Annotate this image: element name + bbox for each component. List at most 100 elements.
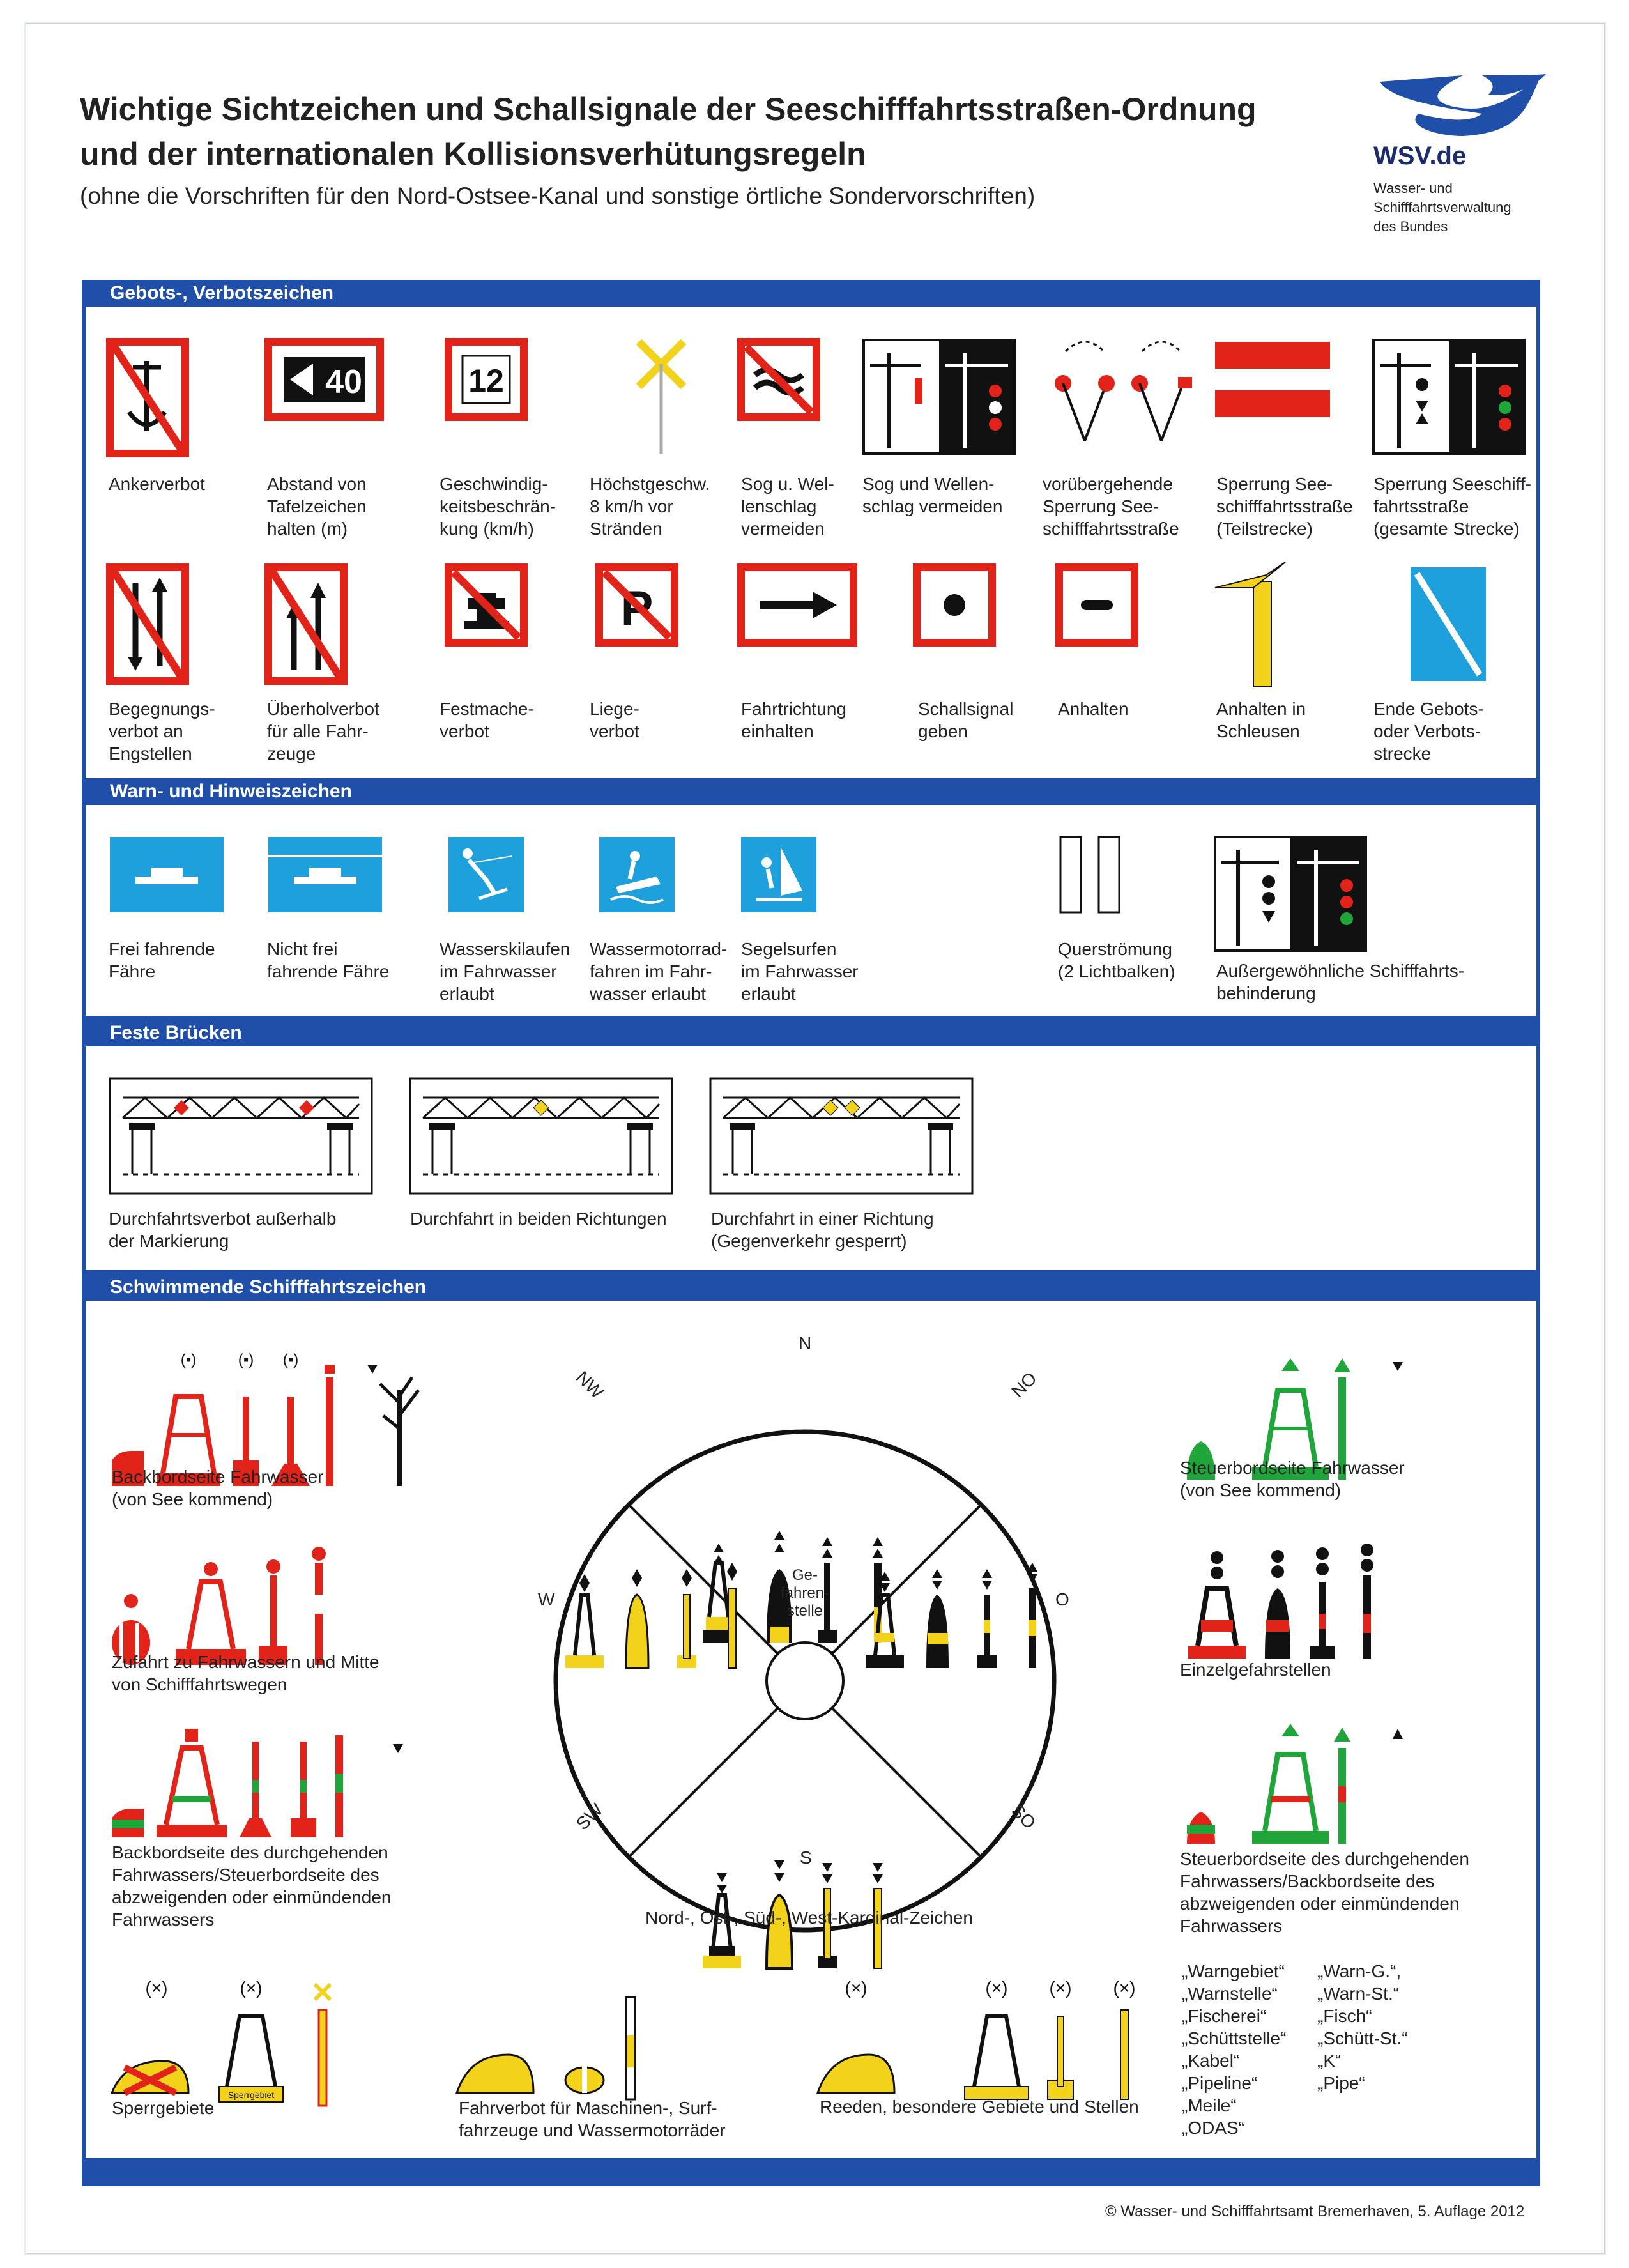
bridge-signs bbox=[109, 1077, 974, 1195]
label-fahrverbot: Fahrverbot für Maschinen-, Surf-fahrzeug… bbox=[459, 2098, 726, 2140]
speed-12-icon: 12 bbox=[445, 338, 528, 421]
svg-text:(▪): (▪) bbox=[238, 1351, 254, 1368]
restricted-area-buoys-icon: (×) Sperrgebiet (×) bbox=[110, 1978, 332, 2107]
label-sperrung-teilstrecke: Sperrung See-schifffahrtsstraße(Teilstre… bbox=[1216, 474, 1353, 539]
compass-o: O bbox=[1055, 1590, 1069, 1609]
starboard-preferred-buoys-icon bbox=[1187, 1724, 1403, 1844]
compass-s: S bbox=[800, 1848, 812, 1867]
isolated-danger-buoys-icon bbox=[1188, 1544, 1373, 1659]
starboard-buoys-icon bbox=[1187, 1358, 1403, 1480]
svg-text:(×): (×) bbox=[146, 1978, 168, 1998]
anchor-prohibited-icon bbox=[106, 338, 189, 457]
label-ankerverbot: Ankerverbot bbox=[109, 474, 205, 494]
label-festmacheverbot: Festmache-verbot bbox=[440, 699, 534, 741]
section-panel-bruecken bbox=[82, 1046, 1540, 1274]
section-header-schwimmend: Schwimmende Schifffahrtszeichen bbox=[82, 1274, 1540, 1301]
page-subtitle: (ohne die Vorschriften für den Nord-Osts… bbox=[80, 183, 1036, 209]
label-liegeverbot: Liege-verbot bbox=[590, 699, 639, 741]
svg-text:(×): (×) bbox=[986, 1978, 1008, 1998]
north-cardinal-buoys-icon bbox=[703, 1531, 883, 1643]
sound-signal-icon bbox=[913, 563, 996, 647]
label-wassermotorrad: Wassermotorrad-fahren im Fahr-wasser erl… bbox=[590, 939, 728, 1004]
floating-signs: (▪) (▪) (▪) bbox=[110, 1351, 1403, 2107]
label-ende-verbotsstrecke: Ende Gebots-oder Verbots-strecke bbox=[1373, 699, 1484, 763]
lock-stop-icon bbox=[1214, 562, 1286, 687]
gefahrenstelle-label: Ge-fahren-stelle bbox=[780, 1567, 830, 1620]
label-anhalten: Anhalten bbox=[1058, 699, 1129, 719]
port-buoys-icon: (▪) (▪) (▪) bbox=[112, 1351, 420, 1486]
page-title-line1: Wichtige Sichtzeichen und Schallsignale … bbox=[80, 91, 1257, 127]
compass-n: N bbox=[799, 1333, 812, 1353]
label-backbord: Backbordseite Fahrwasser(von See kommend… bbox=[112, 1467, 324, 1509]
section-panel-warn bbox=[82, 805, 1540, 1020]
section-header-bruecken: Feste Brücken bbox=[82, 1020, 1540, 1046]
port-preferred-buoys-icon bbox=[112, 1729, 403, 1837]
wsv-logo-icon bbox=[1380, 74, 1546, 136]
label-durchfahrt-beide: Durchfahrt in beiden Richtungen bbox=[410, 1209, 667, 1229]
label-sog-wellen-vermeiden: Sog und Wellen-schlag vermeiden bbox=[862, 474, 1003, 516]
wake-lights-icon bbox=[862, 339, 1016, 455]
section-header-gebots: Gebots-, Verbotszeichen bbox=[82, 280, 1540, 307]
no-meeting-arrows-icon bbox=[106, 563, 189, 685]
label-einzelgefahrstellen: Einzelgefahrstellen bbox=[1180, 1660, 1331, 1680]
cross-current-lights-icon bbox=[1059, 836, 1120, 914]
aufschriften-right-list: „Warn-G.“,„Warn-St.“„Fisch“„Schütt-St.“„… bbox=[1317, 1961, 1408, 2093]
cable-ferry-icon bbox=[268, 837, 382, 912]
svg-text:(×): (×) bbox=[845, 1978, 868, 1998]
svg-text:(×): (×) bbox=[1113, 1978, 1136, 1998]
direction-arrow-icon bbox=[737, 563, 857, 647]
distance-40-icon: 40 bbox=[264, 338, 384, 421]
anchorage-buoys-icon: (×) (×) (×) (×) bbox=[816, 1978, 1136, 2100]
no-anchoring-p-icon: P bbox=[595, 563, 678, 647]
bottom-bar bbox=[82, 2158, 1540, 2186]
bridge-prohibited-outside-icon bbox=[109, 1077, 373, 1195]
west-cardinal-row-icon bbox=[565, 1563, 737, 1669]
section-header-warn: Warn- und Hinweiszeichen bbox=[82, 778, 1540, 805]
svg-text:40: 40 bbox=[325, 364, 362, 401]
label-aussergewoehnliche-behinderung: Außergewöhnliche Schifffahrts-behinderun… bbox=[1216, 961, 1465, 1003]
safe-water-buoys-icon bbox=[112, 1547, 326, 1665]
label-reeden: Reeden, besondere Gebiete und Stellen bbox=[820, 2097, 1139, 2117]
no-motor-buoys-icon bbox=[455, 1996, 636, 2101]
east-cardinal-buoys-icon bbox=[866, 1563, 1037, 1668]
aufschriften-left-list: „Warngebiet“„Warnstelle“„Fischerei“„Schü… bbox=[1182, 1961, 1287, 2138]
jet-ski-icon bbox=[599, 837, 675, 912]
label-querstroemung: Querströmung(2 Lichtbalken) bbox=[1058, 939, 1175, 981]
temporary-closure-flags-icon bbox=[1055, 341, 1192, 441]
free-ferry-icon bbox=[110, 837, 224, 912]
svg-text:12: 12 bbox=[468, 363, 504, 399]
svg-text:(▪): (▪) bbox=[283, 1351, 299, 1368]
page-title-line2: und der internationalen Kollisionsverhüt… bbox=[80, 136, 866, 172]
label-kardinal: Nord-, Ost-, Süd-, West-Kardinal-Zeichen bbox=[645, 1908, 973, 1927]
svg-text:Sperrgebiet: Sperrgebiet bbox=[228, 2090, 274, 2100]
stop-icon bbox=[1055, 563, 1138, 647]
wake-prohibited-icon bbox=[737, 338, 820, 421]
end-of-restriction-icon bbox=[1411, 567, 1486, 681]
svg-text:(×): (×) bbox=[240, 1978, 263, 1998]
svg-text:(▪): (▪) bbox=[181, 1351, 197, 1368]
no-overtaking-arrows-icon bbox=[264, 563, 348, 685]
full-closure-lights-icon bbox=[1372, 339, 1526, 455]
no-mooring-bollard-icon bbox=[445, 563, 528, 647]
footer-copyright: © Wasser- und Schifffahrtsamt Bremerhave… bbox=[1105, 2203, 1525, 2220]
label-steuerbord: Steuerbordseite Fahrwasser(von See komme… bbox=[1180, 1458, 1405, 1500]
logo-name: WSV.de bbox=[1373, 142, 1467, 170]
south-cardinal-buoys-icon bbox=[703, 1860, 883, 1970]
closure-flag-icon bbox=[1215, 342, 1330, 417]
compass-w: W bbox=[538, 1590, 555, 1609]
